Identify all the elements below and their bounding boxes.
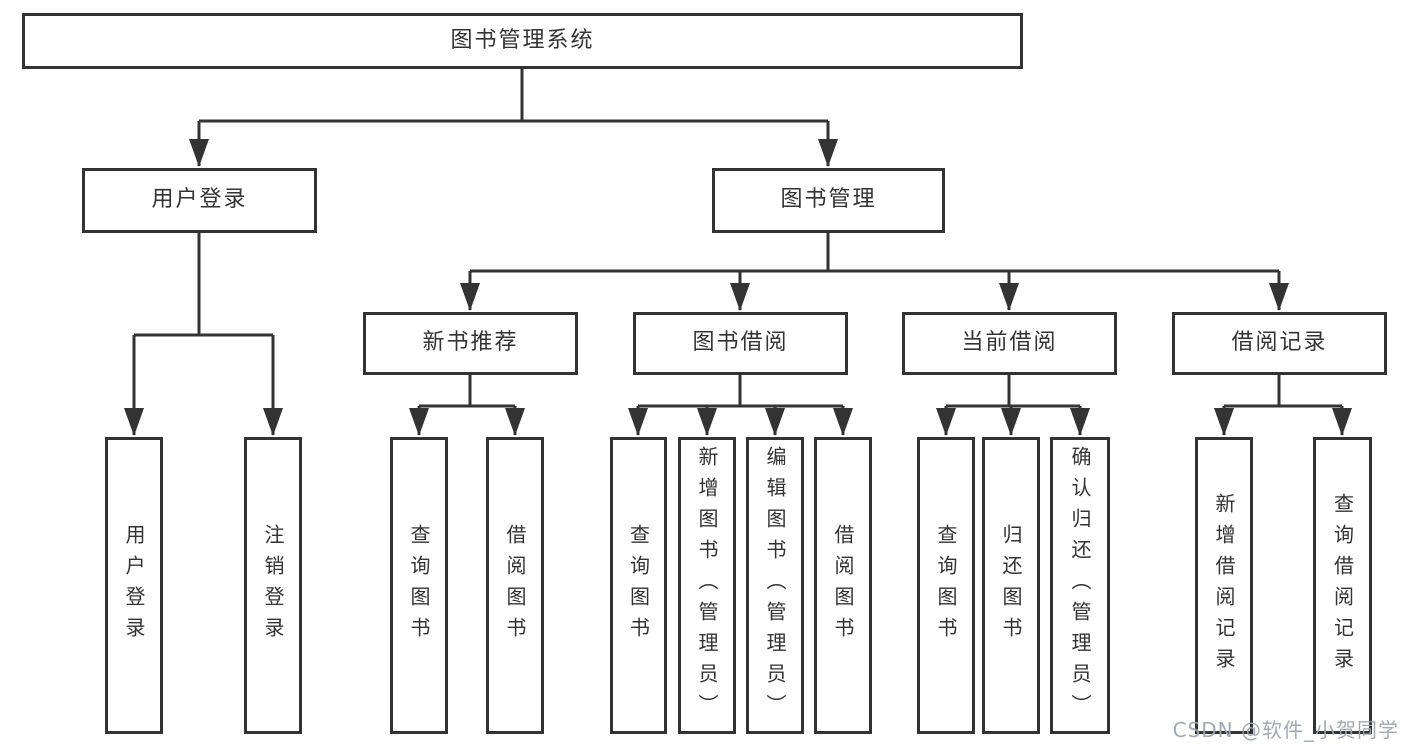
leaf-add-book-admin: 新增图书（管理员） <box>678 437 736 734</box>
node-label: 借阅图书 <box>503 523 527 648</box>
node-label: 新增图书（管理员） <box>695 446 719 725</box>
node-label: 用户登录 <box>122 523 146 648</box>
node-label: 查询图书 <box>626 523 651 648</box>
node-current-borrow: 当前借阅 <box>902 312 1117 375</box>
node-label: 归还图书 <box>999 523 1023 648</box>
node-label: 编辑图书（管理员） <box>763 446 787 725</box>
leaf-logout-login: 注销登录 <box>244 437 302 734</box>
node-user-login: 用户登录 <box>82 168 317 233</box>
leaf-add-borrow-record: 新增借阅记录 <box>1195 437 1253 734</box>
node-label: 查询图书 <box>407 523 431 648</box>
leaf-query-book-borrow: 查询图书 <box>610 437 667 734</box>
node-label: 查询图书 <box>934 523 958 648</box>
node-label: 图书管理 <box>780 187 877 213</box>
node-label: 用户登录 <box>151 187 248 213</box>
node-label: 图书管理系统 <box>450 27 595 53</box>
leaf-borrow-book: 借阅图书 <box>814 437 872 734</box>
leaf-query-book-recommend: 查询图书 <box>390 437 448 734</box>
leaf-edit-book-admin: 编辑图书（管理员） <box>746 437 804 734</box>
leaf-user-login: 用户登录 <box>105 437 163 734</box>
node-library-management-system: 图书管理系统 <box>22 13 1023 69</box>
node-label: 注销登录 <box>261 523 285 648</box>
leaf-confirm-return-admin: 确认归还（管理员） <box>1050 437 1110 734</box>
node-label: 查询借阅记录 <box>1330 492 1355 679</box>
node-book-management: 图书管理 <box>712 168 945 233</box>
node-label: 确认归还（管理员） <box>1068 446 1092 725</box>
csdn-watermark: CSDN @软件_小贺同学 <box>1172 718 1399 742</box>
node-label: 图书借阅 <box>692 330 789 356</box>
edges <box>124 69 1352 436</box>
node-label: 新增借阅记录 <box>1212 492 1236 679</box>
leaf-query-book-current: 查询图书 <box>917 437 975 734</box>
leaf-return-book: 归还图书 <box>982 437 1040 734</box>
node-new-book-recommend: 新书推荐 <box>363 312 578 375</box>
node-label: 当前借阅 <box>961 330 1058 356</box>
leaf-borrow-book-recommend: 借阅图书 <box>486 437 544 734</box>
node-book-borrow: 图书借阅 <box>633 312 848 375</box>
node-label: 借阅记录 <box>1231 330 1328 356</box>
node-label: 借阅图书 <box>831 523 855 648</box>
node-label: 新书推荐 <box>422 330 519 356</box>
leaf-query-borrow-record: 查询借阅记录 <box>1313 437 1372 734</box>
node-borrow-records: 借阅记录 <box>1172 312 1387 375</box>
